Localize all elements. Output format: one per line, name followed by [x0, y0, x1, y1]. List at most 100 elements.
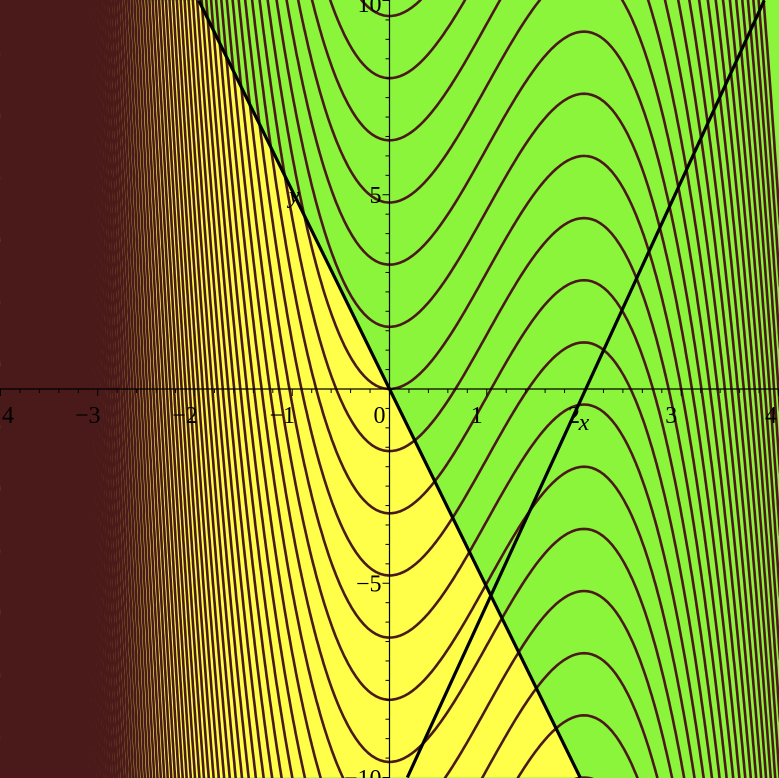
y-tick-label: 5 [370, 183, 382, 209]
contour-line [171, 0, 232, 778]
x-tick-label: −1 [269, 403, 295, 429]
contour-line [39, 0, 66, 778]
contour-line [225, 0, 686, 778]
contour-line [139, 0, 185, 778]
x-tick-label: 0 [374, 403, 386, 429]
contour-line [0, 303, 13, 778]
contour-line [88, 0, 121, 778]
contour-line [214, 0, 659, 778]
contour-line [0, 614, 6, 778]
contour-line [7, 0, 30, 778]
contour-line [296, 0, 753, 778]
contour-line [59, 0, 88, 778]
contour-line [697, 0, 777, 778]
contour-line [145, 0, 193, 778]
contour-line [175, 0, 238, 778]
contour-line [61, 0, 90, 778]
contour-line [31, 0, 56, 778]
contour-line [36, 0, 62, 778]
contour-line [250, 0, 721, 778]
contour-line [231, 0, 696, 778]
contour-line [161, 0, 215, 778]
contour-line [328, 0, 763, 778]
boundary-line-1 [197, 0, 582, 778]
boundary-layer [197, 0, 766, 778]
contour-line [205, 0, 594, 778]
y-tick-label: −10 [344, 766, 382, 778]
contour-line [209, 0, 639, 778]
y-tick-label: 10 [358, 0, 382, 18]
contour-line [13, 0, 37, 778]
contour-line [200, 0, 283, 778]
contour-line [0, 117, 18, 778]
contour-line [728, 0, 779, 599]
contour-line [179, 0, 244, 778]
contour-line [9, 0, 32, 778]
contour-line [0, 490, 9, 778]
contour-line [243, 0, 714, 778]
contour-line [0, 241, 15, 778]
y-tick-label: −5 [356, 571, 382, 597]
contour-line [688, 0, 773, 778]
contour-line [4, 0, 27, 778]
contour-line [15, 0, 39, 778]
contour-line [119, 0, 159, 778]
contour-line [0, 676, 4, 778]
x-tick-label: 2 [568, 403, 580, 429]
contour-line [83, 0, 116, 778]
contour-line [735, 0, 779, 536]
x-tick-label: −3 [75, 403, 101, 429]
contour-line [151, 0, 201, 778]
contour-line [27, 0, 53, 778]
contour-line [67, 0, 97, 778]
contour-line [57, 0, 86, 778]
contour-line [706, 0, 779, 778]
contour-line [0, 552, 7, 778]
contour-line [50, 0, 78, 778]
contour-line [310, 0, 758, 778]
contour-line [141, 0, 188, 778]
contour-line [43, 0, 70, 778]
contour-line [124, 0, 166, 778]
contour-line [63, 0, 93, 778]
contour-line [77, 0, 109, 778]
contour-line [34, 0, 60, 778]
contour-line [136, 0, 181, 778]
contour-line [148, 0, 197, 778]
contour-line [54, 0, 82, 778]
x-tick-label: 3 [665, 403, 677, 429]
contour-line [741, 0, 779, 474]
contour-line [746, 0, 779, 412]
contour-line [285, 0, 747, 778]
contour-line [0, 366, 12, 778]
contour-line [157, 0, 211, 778]
contour-line [75, 0, 106, 778]
contour-line [106, 0, 144, 778]
contour-line [360, 0, 768, 778]
contour-line [24, 0, 49, 778]
contour-line [164, 0, 221, 778]
contour-line [0, 0, 21, 778]
contour-line [97, 0, 132, 778]
contour-line [0, 428, 10, 778]
x-tick-label: 4 [2, 403, 14, 429]
contour-line [79, 0, 111, 778]
contour-line [122, 0, 163, 778]
contour-line [32, 0, 58, 778]
contour-line [46, 0, 74, 778]
contour-line [130, 0, 173, 778]
contour-line [45, 0, 72, 778]
contour-line [12, 0, 35, 778]
contour-line [41, 0, 68, 778]
contour-line [10, 0, 34, 778]
boundary-line-2 [405, 0, 766, 778]
contour-line [26, 0, 51, 778]
contour-line [92, 0, 127, 778]
contour-line [23, 0, 47, 778]
contour-line [90, 0, 124, 778]
contour-line [21, 0, 45, 778]
contour-line [71, 0, 102, 778]
contour-line [752, 0, 779, 350]
contour-line [69, 0, 99, 778]
